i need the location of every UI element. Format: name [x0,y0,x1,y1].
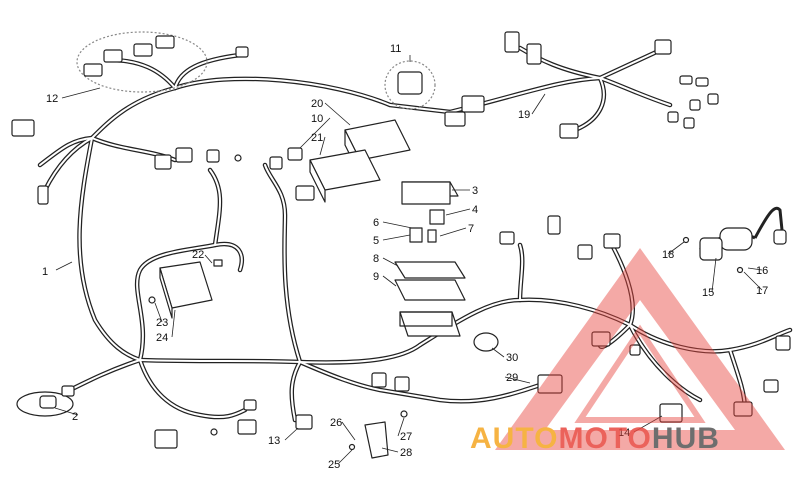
callout-30: 30 [506,352,518,364]
callout-28: 28 [400,447,412,459]
connector-11 [384,60,436,110]
callout-16: 16 [756,265,768,277]
coil-15-18 [682,206,787,274]
callout-8: 8 [373,253,379,265]
callout-6: 6 [373,217,379,229]
bracket-25-28 [348,410,408,459]
watermark-word-hub: HUB [652,422,720,455]
callout-27: 27 [400,431,412,443]
connector-group-12 [76,31,249,93]
watermark-logo: AUTOMOTOHUB [470,248,785,455]
callout-22: 22 [192,249,204,261]
callout-29: 29 [506,372,518,384]
callout-11: 11 [390,43,401,55]
callout-21: 21 [311,132,323,144]
callout-4: 4 [472,204,478,216]
connectors-right [499,215,791,423]
callout-23: 23 [156,317,168,329]
fuse-box-assembly [394,181,466,337]
connectors-bottom-left [154,399,257,449]
watermark-word-auto: AUTO [470,422,558,455]
callout-12: 12 [46,93,58,105]
callout-19: 19 [518,109,530,121]
callout-13: 13 [268,435,280,447]
part-2 [16,385,75,417]
connectors-center-left [154,147,242,170]
callout-20: 20 [311,98,323,110]
callout-26: 26 [330,417,342,429]
connector-left-top [11,119,49,205]
callout-10: 10 [311,113,323,125]
callout-3: 3 [472,185,478,197]
callout-24: 24 [156,332,168,344]
callout-15: 15 [702,287,714,299]
leader-lines [54,55,763,464]
callout-14: 14 [618,427,630,439]
callout-25: 25 [328,459,340,471]
callout-7: 7 [468,223,474,235]
callout-numbers: 1 2 3 4 5 6 7 8 9 10 11 12 13 14 15 16 1… [42,43,768,471]
connectors-center [371,372,563,394]
connectors-19 [444,31,719,139]
callout-9: 9 [373,271,379,283]
clip-30 [473,332,499,352]
callout-5: 5 [373,235,379,247]
callout-18: 18 [662,249,674,261]
components [11,31,791,459]
connector-13 [295,414,313,430]
watermark-word-moto: MOTO [558,422,651,455]
regulator-22-24 [148,259,223,319]
watermark-triangle-icon [495,248,785,450]
callout-17: 17 [756,285,768,297]
callout-1: 1 [42,266,48,278]
module-20-21 [269,119,411,203]
svg-text:AUTOMOTOHUB: AUTOMOTOHUB [470,422,720,455]
callout-2: 2 [72,411,78,423]
